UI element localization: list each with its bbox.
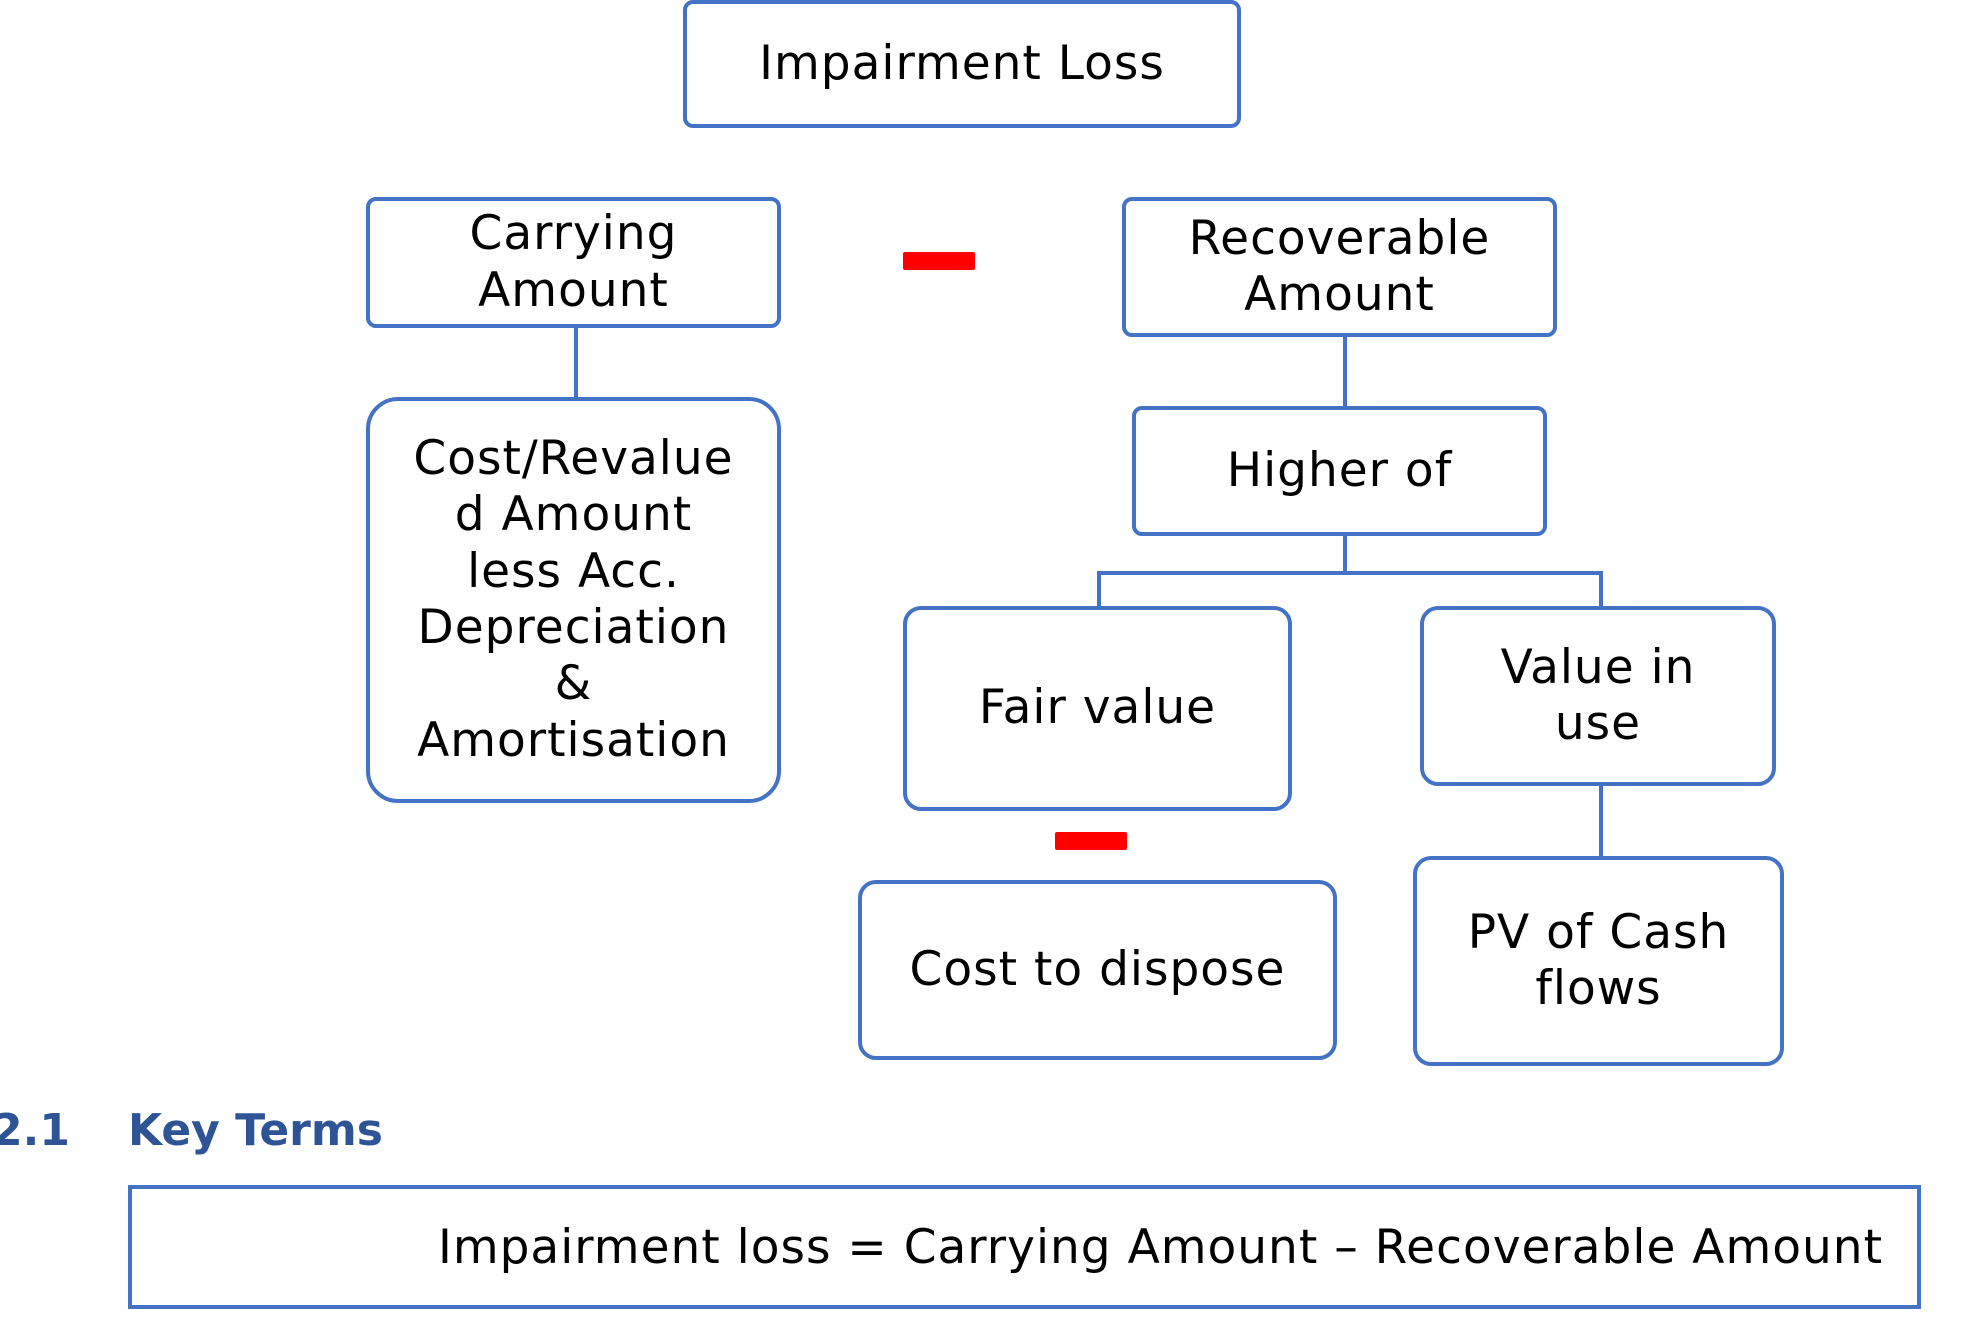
minus-sign-top: [903, 252, 975, 270]
connector-recoverable-to-higher: [1343, 337, 1347, 410]
node-impairment-loss: Impairment Loss: [683, 0, 1241, 128]
node-pv-cash-flows-label: PV of Cash flows: [1467, 904, 1730, 1016]
connector-higher-bar: [1097, 571, 1603, 575]
node-cost-revalued: Cost/Revalue d Amount less Acc. Deprecia…: [366, 397, 781, 803]
node-cost-to-dispose-label: Cost to dispose: [909, 941, 1286, 997]
node-higher-of: Higher of: [1132, 406, 1547, 536]
node-impairment-loss-label: Impairment Loss: [759, 35, 1165, 91]
node-fair-value-label: Fair value: [978, 680, 1217, 736]
node-pv-cash-flows: PV of Cash flows: [1413, 856, 1784, 1066]
node-higher-of-label: Higher of: [1226, 442, 1453, 498]
connector-higher-stem: [1343, 536, 1347, 575]
formula-box: Impairment loss = Carrying Amount – Reco…: [128, 1185, 1921, 1309]
minus-sign-bottom: [1055, 832, 1127, 850]
section-number: 2.1: [0, 1105, 70, 1156]
node-carrying-amount: Carrying Amount: [366, 197, 781, 328]
node-recoverable-amount: Recoverable Amount: [1122, 197, 1557, 337]
section-title: Key Terms: [128, 1105, 383, 1156]
node-fair-value: Fair value: [903, 606, 1292, 811]
node-cost-revalued-label: Cost/Revalue d Amount less Acc. Deprecia…: [413, 430, 734, 768]
connector-to-value-in-use: [1599, 571, 1603, 610]
node-value-in-use: Value in use: [1420, 606, 1776, 786]
node-value-in-use-label: Value in use: [1500, 639, 1696, 751]
node-carrying-amount-label: Carrying Amount: [469, 206, 678, 318]
connector-value-in-use-to-pv: [1599, 786, 1603, 860]
connector-carrying-to-cost: [574, 328, 578, 401]
node-cost-to-dispose: Cost to dispose: [858, 880, 1337, 1060]
node-recoverable-amount-label: Recoverable Amount: [1188, 210, 1491, 322]
connector-to-fair-value: [1097, 571, 1101, 610]
formula-text: Impairment loss = Carrying Amount – Reco…: [437, 1219, 1883, 1275]
